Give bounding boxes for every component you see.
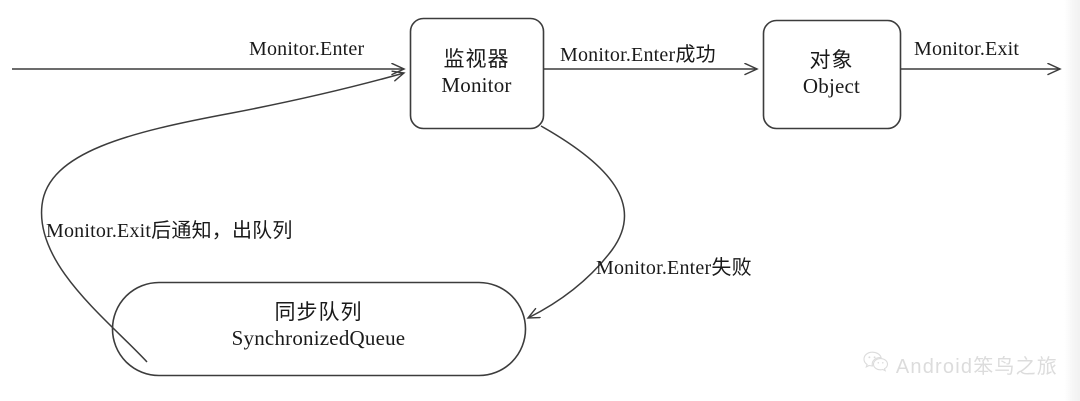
edge-enter-fail-curve: [528, 125, 626, 318]
node-queue-shape: [111, 281, 527, 377]
wechat-icon: [863, 351, 889, 379]
watermark: Android笨鸟之旅: [863, 350, 1058, 379]
edge-exit-notify-curve: [40, 73, 404, 363]
edge-label-enter: Monitor.Enter: [249, 38, 365, 60]
node-monitor-shape: [409, 17, 545, 130]
edge-label-enter-success: Monitor.Enter成功: [560, 44, 716, 66]
node-object-shape: [762, 19, 902, 130]
watermark-text: Android笨鸟之旅: [895, 356, 1058, 378]
edge-label-enter-fail: Monitor.Enter失败: [596, 257, 752, 279]
edge-label-exit: Monitor.Exit: [914, 38, 1020, 60]
edge-label-exit-notify: Monitor.Exit后通知，出队列: [46, 220, 293, 242]
